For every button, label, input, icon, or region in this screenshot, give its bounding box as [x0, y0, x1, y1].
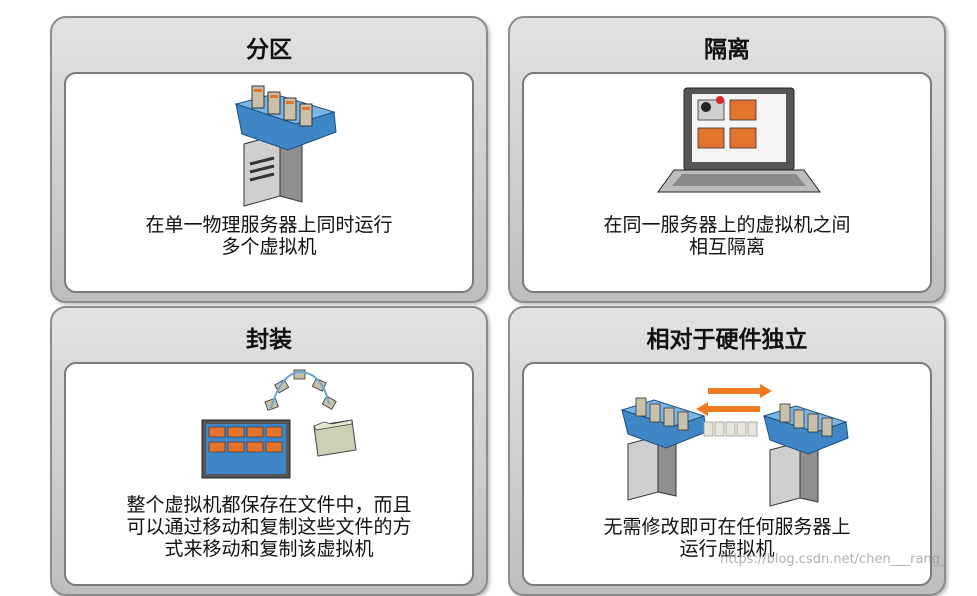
server-migration-icon: [620, 384, 849, 507]
panel-content: 无需修改即可在任何服务器上 运行虚拟机: [522, 362, 932, 586]
panel-caption: 在同一服务器上的虚拟机之间 相互隔离: [603, 214, 851, 258]
panel-content: 整个虚拟机都保存在文件中，而且 可以通过移动和复制这些文件的方 式来移动和复制该…: [64, 362, 474, 586]
panel-isolation: 隔离 在同一服务器上的虚拟机之间 相互隔离: [508, 16, 946, 303]
panel-title: 隔离: [704, 37, 750, 63]
panel-encapsulation: 封装 整个虚拟机都保存: [50, 306, 488, 596]
panel-title: 相对于硬件独立: [646, 327, 808, 353]
panel-title: 分区: [246, 37, 292, 63]
panel-caption: 在单一物理服务器上同时运行 多个虚拟机: [145, 214, 393, 258]
panel-title: 封装: [246, 327, 292, 353]
vm-file-chain-icon: [201, 369, 357, 479]
panel-hardware-independence: 相对于硬件独立: [508, 306, 946, 596]
panel-caption: 无需修改即可在任何服务器上 运行虚拟机: [603, 516, 851, 560]
laptop-vm-icon: [657, 87, 821, 193]
watermark: https://blog.csdn.net/chen___rang_: [720, 552, 947, 567]
panel-content: 在单一物理服务器上同时运行 多个虚拟机: [64, 72, 474, 293]
panel-caption: 整个虚拟机都保存在文件中，而且 可以通过移动和复制这些文件的方 式来移动和复制该…: [126, 494, 412, 560]
server-with-vms-icon: [234, 85, 337, 207]
panel-content: 在同一服务器上的虚拟机之间 相互隔离: [522, 72, 932, 293]
panel-partition: 分区 在单一: [50, 16, 488, 303]
